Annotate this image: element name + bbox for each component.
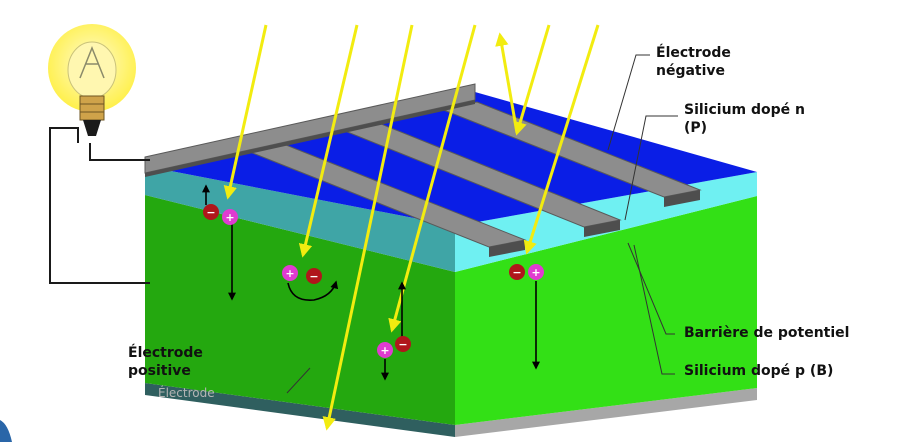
positive-electrode-label: Électrode positive — [128, 344, 203, 380]
corner-decoration — [0, 420, 12, 442]
light-ray — [298, 24, 359, 258]
negative-electrode-label: Électrode négative — [656, 44, 731, 80]
circuit-wire — [49, 127, 150, 284]
n-silicon-label-line2: (P) — [684, 120, 708, 136]
hole-symbol: + — [285, 267, 294, 280]
electron-symbol: − — [309, 270, 318, 283]
p-layer-left-face — [145, 195, 455, 425]
light-ray — [388, 24, 477, 333]
electron-hole-pair: − + — [377, 336, 411, 358]
leader-p-silicon — [633, 244, 675, 375]
solar-cell — [144, 83, 757, 437]
electron-hole-pair: − + — [509, 264, 544, 280]
electron — [395, 336, 411, 352]
light-ray — [322, 24, 414, 431]
light-bulb-icon — [48, 24, 136, 136]
hole — [377, 342, 393, 358]
electron — [203, 204, 219, 220]
p-silicon-label: Silicium dopé p (B) — [684, 363, 834, 379]
negative-electrode-label-line1: Électrode — [656, 45, 731, 61]
hole-symbol: + — [531, 266, 540, 279]
hole — [528, 264, 544, 280]
negative-electrode-label-line2: négative — [656, 63, 726, 79]
charge-arrows — [202, 184, 540, 381]
potential-barrier-label: Barrière de potentiel — [684, 325, 850, 341]
electron-symbol: − — [512, 266, 521, 279]
n-silicon-label-line1: Silicium dopé n — [684, 102, 806, 118]
hole-symbol: + — [225, 211, 234, 224]
hole — [222, 209, 238, 225]
electron-hole-pair: − + — [203, 204, 238, 225]
light-ray — [223, 24, 268, 200]
light-ray — [523, 24, 600, 255]
n-layer-left-face — [145, 166, 455, 272]
leader-barrier — [627, 242, 675, 335]
back-electrode-left-face — [145, 383, 455, 437]
positive-electrode-label-line2: positive — [128, 363, 191, 379]
n-silicon-label: Silicium dopé n (P) — [684, 101, 805, 137]
electron-symbol: − — [206, 206, 215, 219]
hole — [282, 265, 298, 281]
leader-n-silicon — [624, 115, 678, 221]
faded-background-text: Électrode — [158, 386, 215, 400]
leader-negative-electrode — [607, 54, 650, 151]
light-rays — [223, 24, 600, 431]
electron — [306, 268, 322, 284]
electron-hole-pair: + − — [282, 265, 322, 284]
back-electrode-front-face — [455, 388, 757, 437]
light-ray — [513, 24, 551, 136]
light-ray-reflected — [495, 32, 519, 134]
hole-symbol: + — [380, 344, 389, 357]
electron-symbol: − — [398, 338, 407, 351]
positive-electrode-label-line1: Électrode — [128, 345, 203, 361]
leader-lines — [286, 54, 678, 394]
leader-positive-electrode — [286, 367, 311, 394]
electron — [509, 264, 525, 280]
